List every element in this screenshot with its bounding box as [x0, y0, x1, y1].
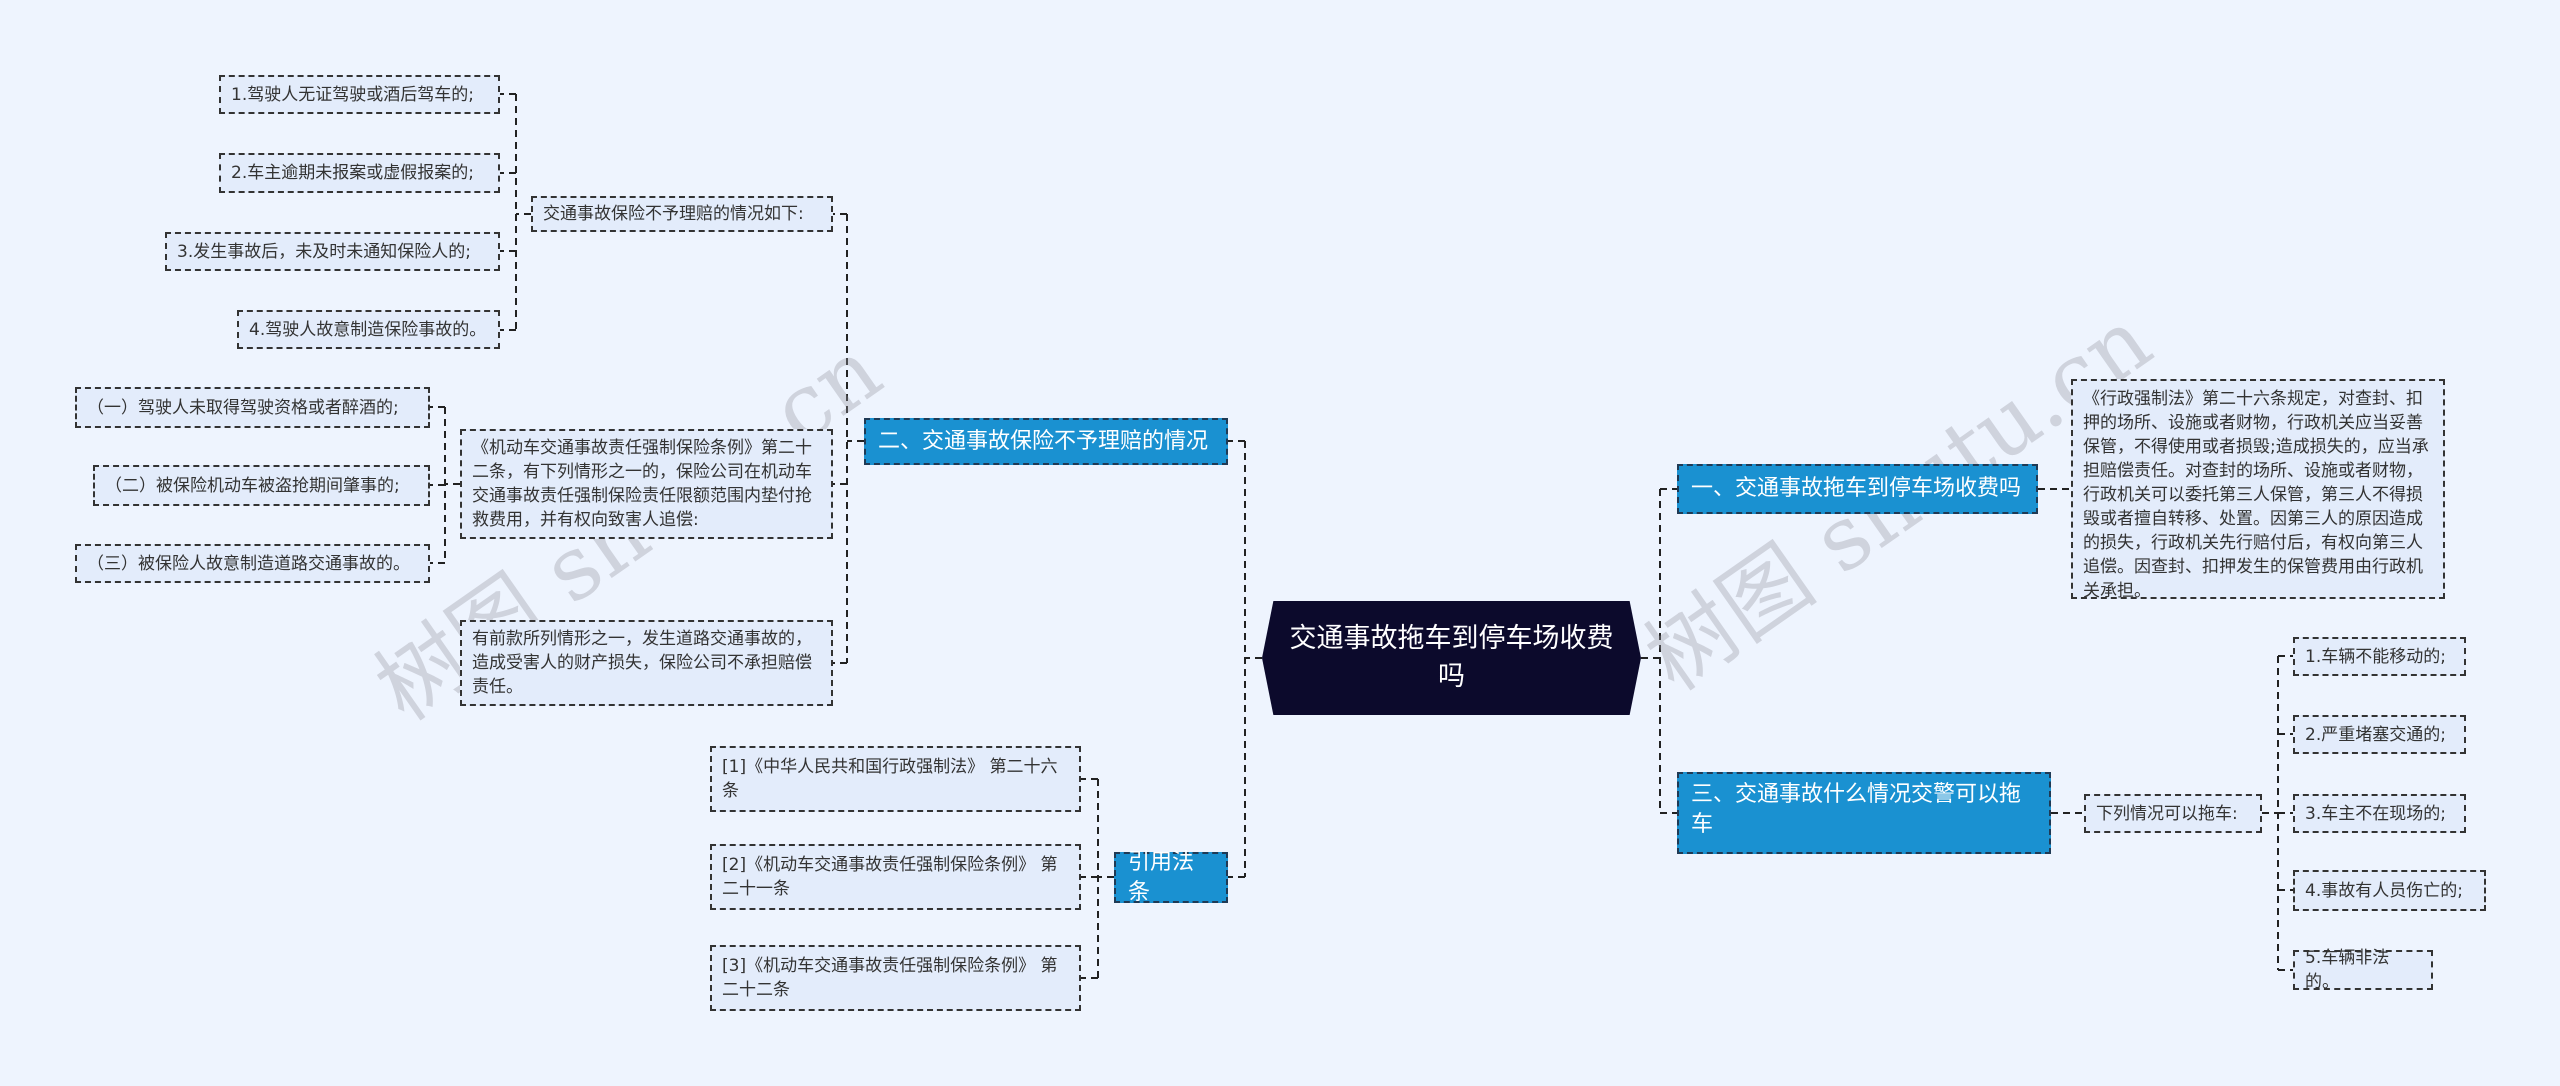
detail-node[interactable]: 《行政强制法》第二十六条规定，对查封、扣押的场所、设施或者财物，行政机关应当妥善…: [2071, 379, 2445, 601]
list-item[interactable]: 4.驾驶人故意制造保险事故的。: [237, 310, 500, 349]
branch-node-insurance-cases[interactable]: 二、交通事故保险不予理赔的情况: [864, 418, 1228, 465]
item-text: [1]《中华人民共和国行政强制法》 第二十六条: [722, 757, 1058, 801]
list-item[interactable]: （一）驾驶人未取得驾驶资格或者醉酒的;: [75, 387, 430, 428]
note-node[interactable]: 有前款所列情形之一，发生道路交通事故的，造成受害人的财产损失，保险公司不承担赔偿…: [460, 620, 833, 706]
item-text: 3.发生事故后，未及时未通知保险人的;: [177, 241, 471, 262]
list-item[interactable]: 3.发生事故后，未及时未通知保险人的;: [165, 232, 500, 271]
node-label: 《机动车交通事故责任强制保险条例》第二十二条，有下列情形之一的，保险公司在机动车…: [472, 438, 812, 530]
list-item[interactable]: 3.车主不在现场的;: [2293, 794, 2466, 833]
intro-node[interactable]: 交通事故保险不予理赔的情况如下:: [531, 196, 833, 232]
root-node[interactable]: 交通事故拖车到停车场收费吗: [1262, 601, 1641, 715]
branch-node-towing-cases[interactable]: 三、交通事故什么情况交警可以拖车: [1677, 772, 2051, 854]
item-text: [2]《机动车交通事故责任强制保险条例》 第二十一条: [722, 855, 1058, 899]
root-title: 交通事故拖车到停车场收费吗: [1289, 623, 1614, 692]
branch-node-fee-question[interactable]: 一、交通事故拖车到停车场收费吗: [1677, 464, 2038, 514]
item-text: 2.严重堵塞交通的;: [2305, 724, 2446, 745]
branch-label: 二、交通事故保险不予理赔的情况: [878, 428, 1209, 454]
branch-label: 三、交通事故什么情况交警可以拖车: [1691, 782, 2022, 837]
list-item[interactable]: 5.车辆非法的。: [2293, 948, 2433, 992]
item-text: （一）驾驶人未取得驾驶资格或者醉酒的;: [87, 397, 399, 418]
list-item[interactable]: （三）被保险人故意制造道路交通事故的。: [75, 544, 430, 583]
branch-label: 引用法条: [1128, 849, 1195, 905]
item-text: 2.车主逾期未报案或虚假报案的;: [231, 163, 474, 183]
reference-item[interactable]: [1]《中华人民共和国行政强制法》 第二十六条: [710, 746, 1081, 812]
node-label: 交通事故保险不予理赔的情况如下:: [543, 204, 804, 224]
list-item[interactable]: 1.驾驶人无证驾驶或酒后驾车的;: [219, 75, 500, 114]
item-text: 5.车辆非法的。: [2305, 948, 2390, 992]
item-text: 1.车辆不能移动的;: [2305, 646, 2446, 667]
item-text: （三）被保险人故意制造道路交通事故的。: [87, 553, 410, 574]
reference-item[interactable]: [3]《机动车交通事故责任强制保险条例》 第二十二条: [710, 945, 1081, 1011]
list-item[interactable]: （二）被保险机动车被盗抢期间肇事的;: [93, 465, 430, 506]
node-label: 有前款所列情形之一，发生道路交通事故的，造成受害人的财产损失，保险公司不承担赔偿…: [472, 629, 812, 697]
list-item[interactable]: 1.车辆不能移动的;: [2293, 637, 2466, 676]
towing-intro-node[interactable]: 下列情况可以拖车:: [2084, 794, 2262, 833]
reference-item[interactable]: [2]《机动车交通事故责任强制保险条例》 第二十一条: [710, 844, 1081, 910]
branch-label: 一、交通事故拖车到停车场收费吗: [1691, 476, 2022, 501]
item-text: 1.驾驶人无证驾驶或酒后驾车的;: [231, 84, 474, 105]
article-node[interactable]: 《机动车交通事故责任强制保险条例》第二十二条，有下列情形之一的，保险公司在机动车…: [460, 429, 833, 539]
list-item[interactable]: 2.车主逾期未报案或虚假报案的;: [219, 153, 500, 193]
node-label: 《行政强制法》第二十六条规定，对查封、扣押的场所、设施或者财物，行政机关应当妥善…: [2083, 389, 2429, 601]
list-item[interactable]: 4.事故有人员伤亡的;: [2293, 870, 2486, 911]
list-item[interactable]: 2.严重堵塞交通的;: [2293, 715, 2466, 754]
branch-node-references[interactable]: 引用法条: [1114, 850, 1228, 905]
item-text: 4.事故有人员伤亡的;: [2305, 880, 2463, 901]
item-text: （二）被保险机动车被盗抢期间肇事的;: [105, 475, 400, 496]
item-text: [3]《机动车交通事故责任强制保险条例》 第二十二条: [722, 956, 1058, 1000]
item-text: 3.车主不在现场的;: [2305, 803, 2446, 824]
node-label: 下列情况可以拖车:: [2096, 803, 2238, 824]
item-text: 4.驾驶人故意制造保险事故的。: [249, 319, 487, 340]
